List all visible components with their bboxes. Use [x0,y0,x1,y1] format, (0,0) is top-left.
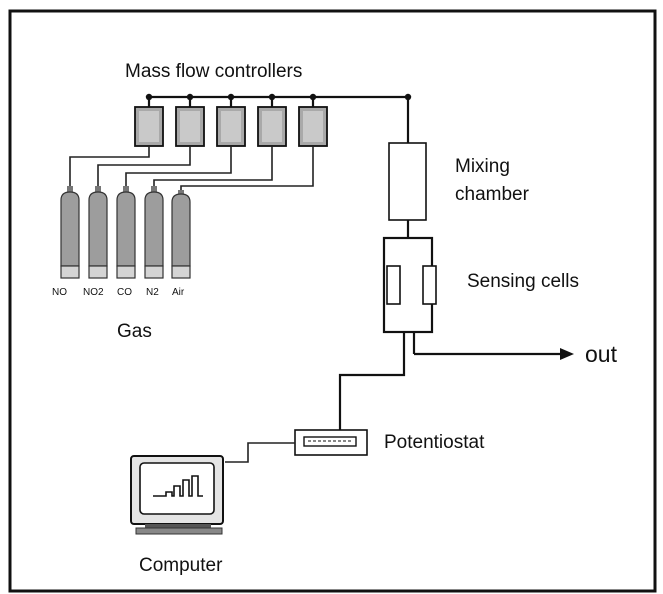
cylinder-label-air: Air [172,287,185,298]
mass-flow-controller-4 [257,106,287,147]
cells-to-potentiostat-line [338,332,406,430]
gas-cylinder-no [60,186,80,279]
mass-flow-controller-group [134,106,328,147]
potentiostat-label: Potentiostat [384,432,485,453]
cylinder-label-no: NO [52,287,67,298]
out-label: out [585,341,618,367]
sensing-cell-1 [386,265,401,305]
cylinder-label-co: CO [117,287,132,298]
cylinder-label-n2: N2 [146,287,159,298]
gas-cylinder-no2 [88,186,108,279]
mass-flow-controller-5 [298,106,328,147]
gas-cylinder-co [116,186,136,279]
mass-flow-controller-2 [175,106,205,147]
computer-monitor [130,455,224,535]
mass-flow-controller-1 [134,106,164,147]
manifold-lines [145,93,412,143]
potentiostat-device [294,429,368,456]
mass-flow-controllers-label: Mass flow controllers [125,61,302,82]
computer-label: Computer [139,555,223,576]
mixing-chamber-label-line1: Mixing [455,156,510,177]
gas-cylinder-group [60,186,191,279]
sensing-cells-label: Sensing cells [467,271,579,292]
gas-cylinder-n2 [144,186,164,279]
signal-graph-icon [153,475,203,497]
cylinder-label-no2: NO2 [83,287,104,298]
outlet-line [412,332,574,360]
mixing-chamber-label-line2: chamber [455,184,530,205]
gas-label: Gas [117,321,152,342]
potentiostat-to-computer-line [225,442,295,463]
sensing-cells-group [382,236,437,334]
figure-frame [8,9,657,593]
gas-cylinder-labels: NO NO2 CO N2 Air [52,287,185,298]
sensing-cell-2 [422,265,437,305]
mixing-chamber-box [388,142,427,221]
gas-supply-lines [69,146,314,190]
gas-cylinder-air [171,190,191,279]
mass-flow-controller-3 [216,106,246,147]
